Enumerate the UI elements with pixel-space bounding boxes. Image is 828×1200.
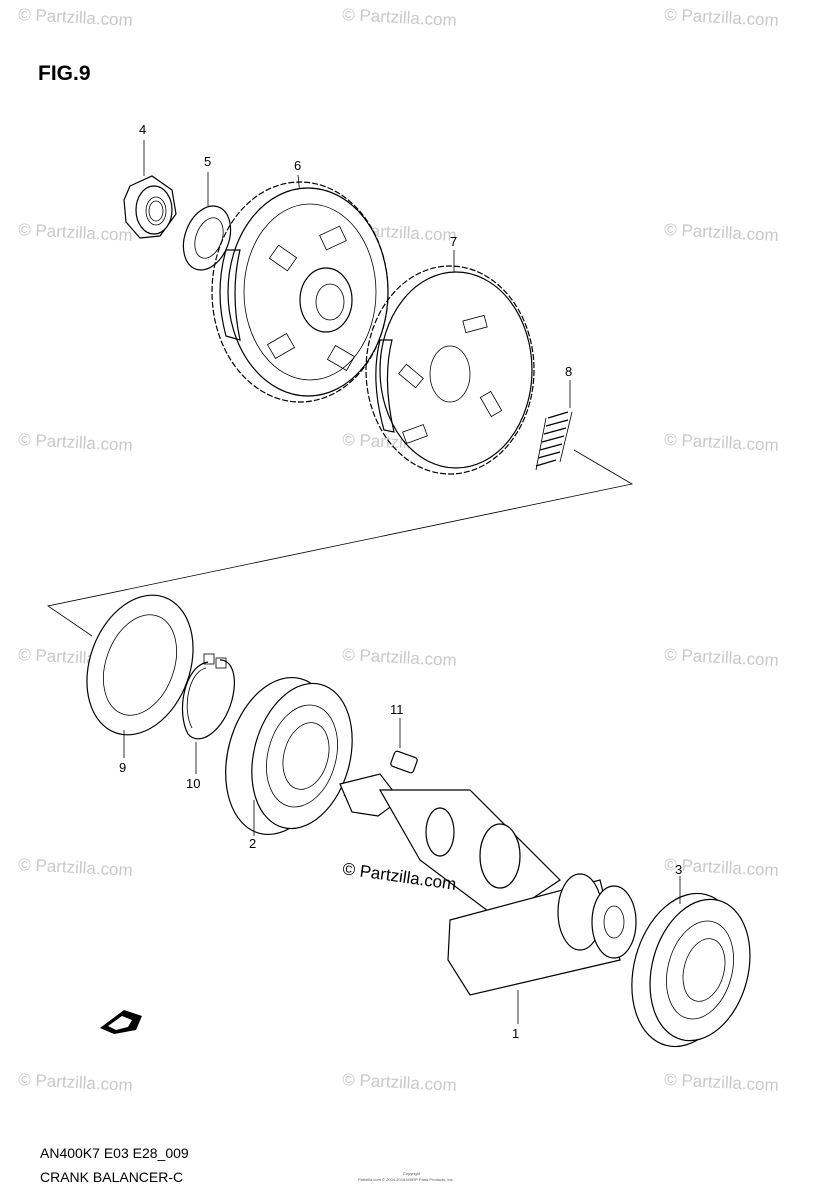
figure-title: FIG.9 (38, 62, 91, 85)
watermark: © Partzilla.com (342, 1070, 457, 1095)
watermark: © Partzilla.com (18, 855, 133, 880)
watermark: © Partzilla.com (664, 430, 779, 455)
part-6-balancer-drive-gear[interactable] (211, 174, 389, 403)
watermark: © Partzilla.com (664, 1070, 779, 1095)
assembly-connector-line (46, 449, 634, 637)
watermark: © Partzilla.com (18, 430, 133, 455)
part-label-2: 2 (249, 836, 256, 851)
watermark: © Partzilla.com (18, 5, 133, 30)
part-label-1: 1 (512, 1026, 519, 1041)
watermark: © Partzilla.com (342, 5, 457, 30)
watermark: © Partzilla.com (18, 220, 133, 245)
part-9-thrust-washer[interactable] (68, 580, 211, 758)
part-4-nut[interactable] (123, 140, 177, 239)
part-5-washer[interactable] (175, 172, 239, 277)
part-7-balancer-driven-gear[interactable] (365, 250, 535, 475)
watermark: © Partzilla.com (664, 5, 779, 30)
watermark: © Partzilla.com (18, 1070, 133, 1095)
part-2-bearing[interactable] (209, 665, 367, 846)
diagram-caption: CRANK BALANCER-C (40, 1169, 183, 1185)
part-label-8: 8 (565, 364, 572, 379)
copyright-line-1: Copyright (403, 1171, 421, 1176)
watermark: © Partzilla.com (342, 645, 457, 670)
watermark: © Partzilla.com (664, 220, 779, 245)
part-8-spring[interactable] (535, 380, 573, 471)
part-label-5: 5 (204, 154, 211, 169)
part-label-10: 10 (186, 776, 200, 791)
part-3-bearing[interactable] (616, 876, 765, 1059)
watermark: © Partzilla.com (664, 645, 779, 670)
part-label-6: 6 (294, 158, 301, 173)
part-number-labels: 4 5 6 7 8 11 9 10 2 3 1 (119, 122, 682, 1041)
part-label-11: 11 (390, 702, 404, 717)
part-label-3: 3 (675, 862, 682, 877)
part-11-key[interactable] (390, 718, 418, 774)
part-10-circlip[interactable] (181, 653, 235, 774)
part-label-9: 9 (119, 760, 126, 775)
part-1-crank-balancer[interactable] (339, 773, 637, 1024)
part-label-7: 7 (450, 234, 457, 249)
part-label-4: 4 (139, 122, 146, 137)
fwd-arrow-icon (100, 1010, 142, 1034)
copyright-line-2: Partzilla.com © 2004-2018 MSRP Parts Pro… (358, 1177, 454, 1182)
diagram-code: AN400K7 E03 E28_009 (40, 1145, 189, 1161)
